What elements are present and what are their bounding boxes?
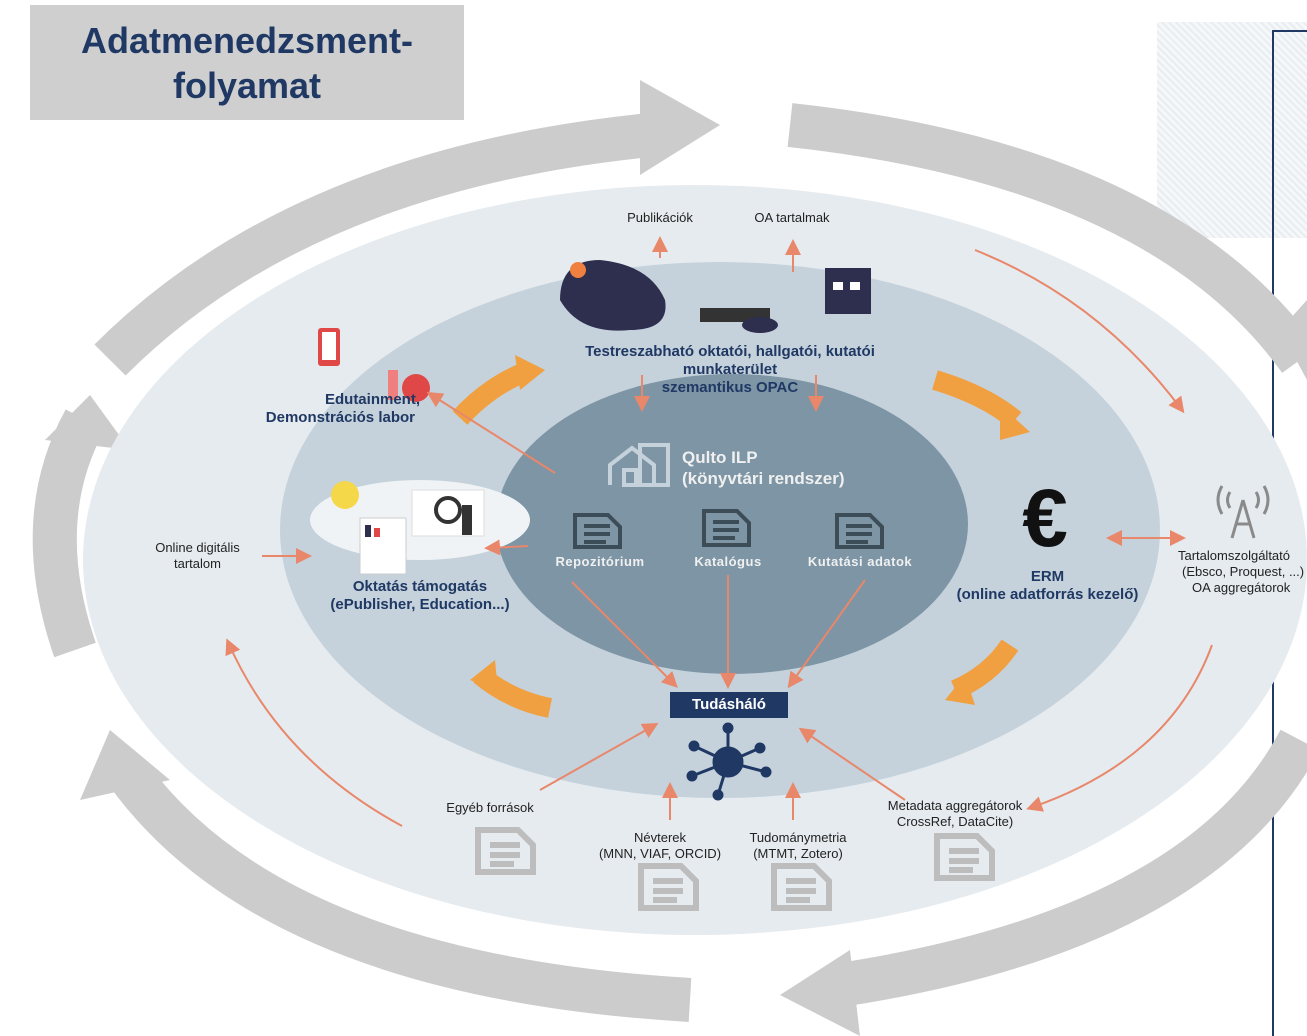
source-scientometrics-line2: (MTMT, Zotero)	[753, 846, 843, 861]
education-icon	[310, 480, 530, 575]
source-names-line1: Névterek	[633, 830, 687, 845]
providers-line2: (Ebsco, Proquest, ...)	[1182, 564, 1305, 579]
flow-arrows	[225, 236, 1213, 827]
knowledge-net-box: Tudásháló	[670, 692, 788, 718]
core-title-line2: (könyvtári rendszer)	[682, 469, 845, 488]
providers-line3: OA aggregátorok	[1192, 580, 1291, 595]
workspace-illustration-icon	[560, 260, 871, 333]
cycle-arrows	[32, 103, 1307, 1022]
library-system-icon	[608, 443, 670, 487]
workspace-label-line1: Testreszabható oktatói, hallgatói, kutat…	[585, 343, 875, 360]
workspace-label-line3: szemantikus OPAC	[661, 379, 799, 396]
online-content-line2: tartalom	[174, 556, 221, 571]
core-item-research-data: Kutatási adatok	[807, 554, 913, 569]
source-names-line2: (MNN, VIAF, ORCID)	[598, 846, 722, 861]
euro-icon: €	[1022, 473, 1068, 564]
source-other: Egyéb források	[446, 800, 534, 815]
output-publications: Publikációk	[627, 210, 693, 225]
source-scientometrics-line1: Tudománymetria	[749, 830, 847, 845]
workspace-label-line2: munkaterület	[682, 361, 778, 378]
diagram-title: Adatmenedzsment- folyamat	[80, 20, 414, 106]
title-box	[30, 5, 464, 120]
education-label-line1: Oktatás támogatás	[352, 578, 488, 595]
providers-line1: Tartalomszolgáltató	[1178, 548, 1290, 563]
cycle-arrowheads	[45, 80, 1307, 1036]
output-oa-content: OA tartalmak	[754, 210, 830, 225]
lab-icon	[318, 328, 430, 402]
core-title-line1: Qulto ILP	[682, 448, 758, 467]
online-content-line1: Online digitális	[155, 540, 240, 555]
background-pattern	[1157, 22, 1307, 238]
core-document-icons	[573, 509, 884, 549]
core-item-repository: Repozitórium	[555, 554, 645, 569]
core-item-catalog: Katalógus	[694, 554, 762, 569]
erm-label-line1: ERM	[1030, 568, 1065, 585]
erm-label-line2: (online adatforrás kezelő)	[956, 586, 1139, 603]
edutainment-label-line2: Demonstrációs labor	[265, 409, 415, 426]
edutainment-label-line1: Edutainment,	[324, 391, 420, 408]
network-icon	[686, 722, 772, 801]
antenna-icon	[1216, 485, 1270, 539]
source-metadata-line1: Metadata aggregátorok	[887, 798, 1023, 813]
source-document-icons	[475, 827, 995, 911]
education-label-line2: (ePublisher, Education...)	[330, 596, 510, 613]
source-metadata-line2: CrossRef, DataCite)	[896, 814, 1014, 829]
